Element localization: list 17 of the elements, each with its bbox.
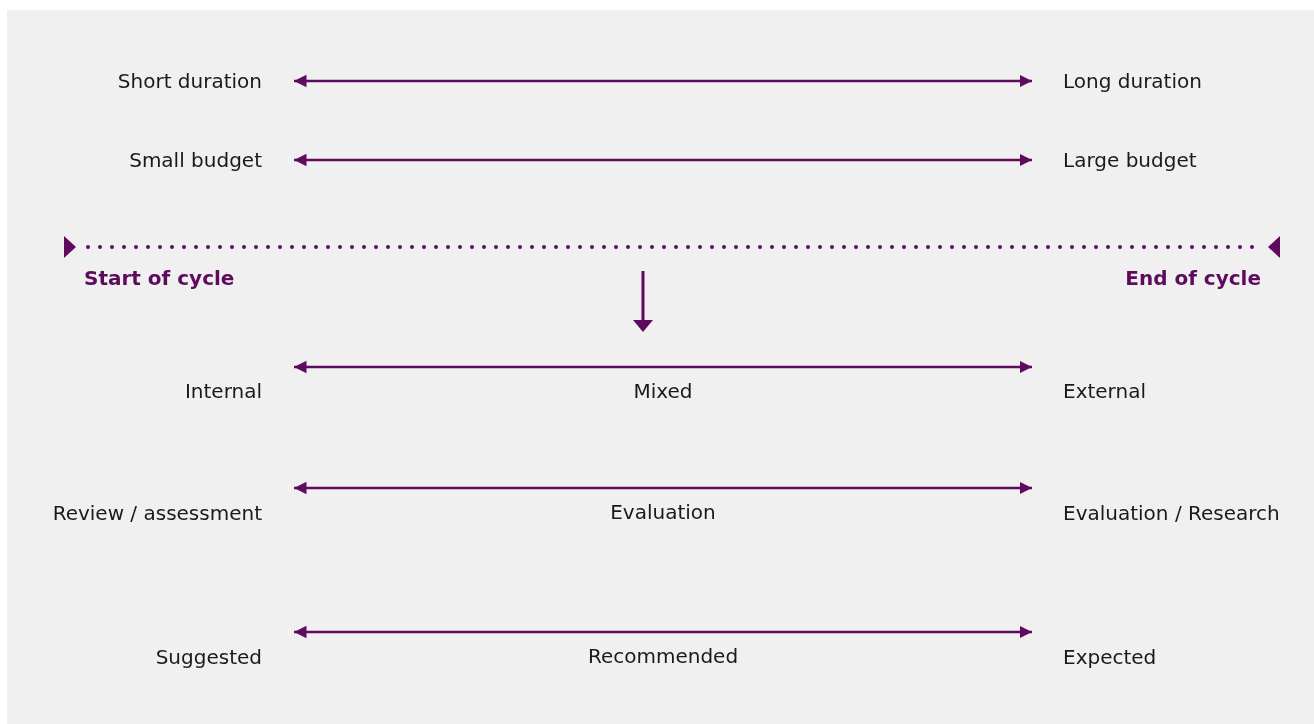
scale-end-label: Short duration: [117, 68, 262, 95]
double-arrow: [294, 74, 1032, 88]
scale-end-label: Evaluation / Research: [1063, 500, 1280, 527]
scale-end-label: Large budget: [1063, 147, 1197, 174]
double-arrow: [294, 153, 1032, 167]
double-arrow: [294, 360, 1032, 374]
double-arrow: [294, 481, 1032, 495]
scale-end-label: Long duration: [1063, 68, 1202, 95]
scale-end-label: Suggested: [155, 644, 262, 671]
scale-end-label: External: [1063, 378, 1146, 405]
cycle-label: Start of cycle: [84, 265, 235, 291]
scale-end-label: Expected: [1063, 644, 1157, 671]
scale-end-label: Internal: [184, 378, 262, 405]
cycle-label: End of cycle: [1125, 265, 1261, 291]
scale-end-label: Small budget: [129, 147, 262, 174]
double-arrow: [294, 625, 1032, 639]
scale-end-label: Review / assessment: [52, 500, 262, 527]
